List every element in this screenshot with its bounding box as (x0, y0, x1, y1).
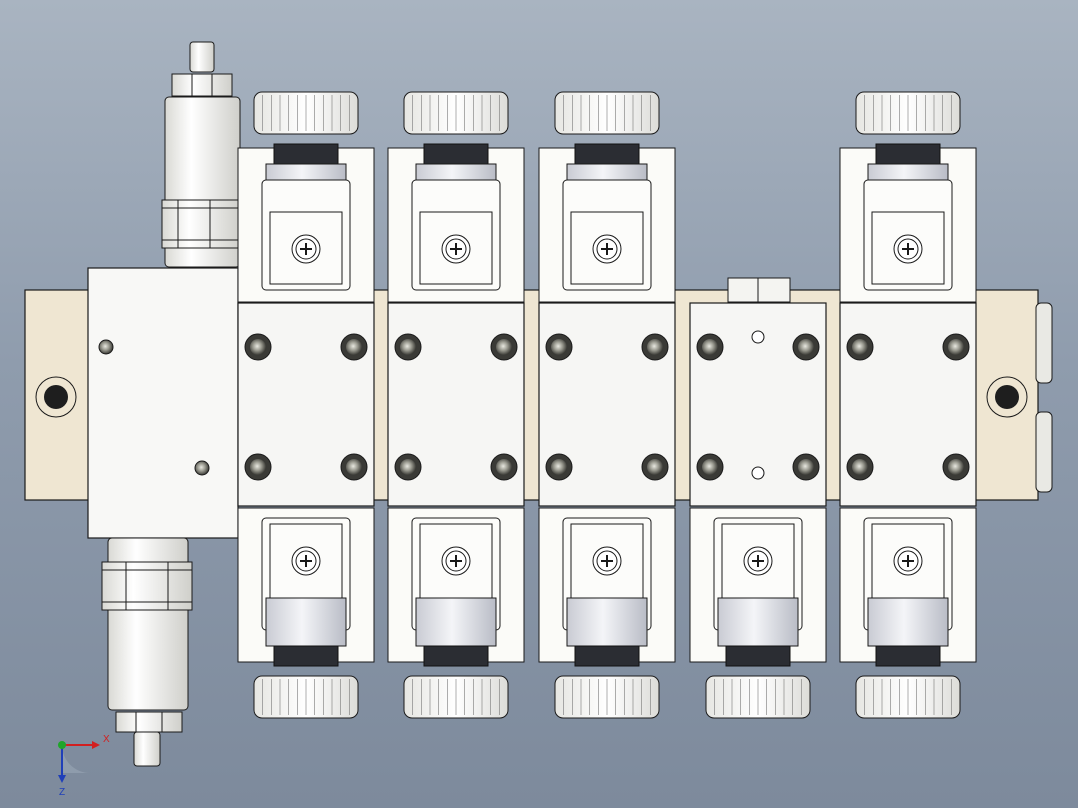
indicator-hole (751, 330, 765, 344)
coordinate-triad[interactable]: X Z (58, 734, 110, 798)
valve-station-1 (237, 91, 375, 719)
coil-lower (566, 597, 648, 647)
coil-nut-upper (423, 143, 489, 165)
valve-station-3 (538, 91, 676, 719)
relief-block-screw-2 (194, 460, 210, 476)
relief-block (87, 267, 239, 539)
valve-station-2 (387, 91, 525, 719)
indicator-hole (751, 466, 765, 480)
coil-lower (867, 597, 949, 647)
axis-z-label: Z (59, 787, 65, 798)
coil-lower (265, 597, 347, 647)
mounting-hole-left (35, 376, 77, 418)
coil-lower (415, 597, 497, 647)
coil-nut-upper (875, 143, 941, 165)
valve-station-5 (839, 91, 977, 719)
relief-valve-cartridge (161, 41, 241, 268)
coil-nut-lower (574, 645, 640, 667)
coil-nut-upper (273, 143, 339, 165)
coil-nut-lower (423, 645, 489, 667)
port-fitting-upper (1035, 302, 1053, 384)
plug-cap (727, 277, 791, 303)
valve-stations (237, 91, 977, 719)
coil-nut-upper (574, 143, 640, 165)
port-fitting-lower (1035, 411, 1053, 493)
coil-nut-lower (875, 645, 941, 667)
coil-nut-lower (725, 645, 791, 667)
coil-nut-lower (273, 645, 339, 667)
lower-cartridge (101, 537, 193, 767)
coil-lower (717, 597, 799, 647)
relief-block-screw-1 (98, 339, 114, 355)
valve-station-4 (689, 277, 827, 719)
axis-x-label: X (103, 734, 110, 745)
mounting-hole-right (986, 376, 1028, 418)
